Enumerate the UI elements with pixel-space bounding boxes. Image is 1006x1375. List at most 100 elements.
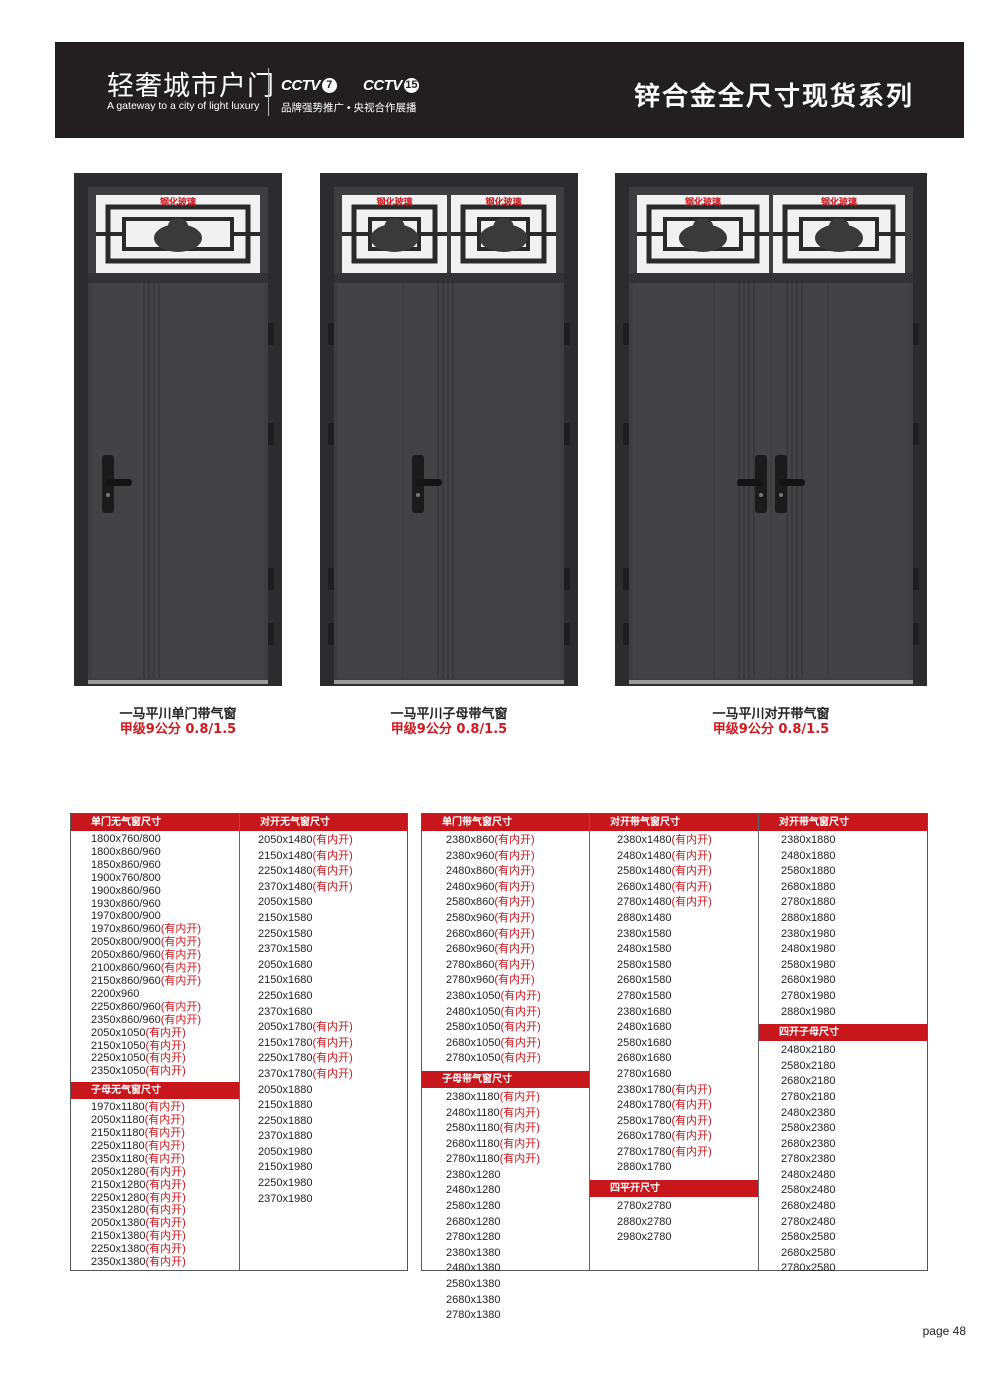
- inward-open-note: (有内开): [494, 958, 535, 971]
- size-value: 2480x1580: [617, 943, 672, 956]
- size-value: 2580x1480: [617, 865, 672, 878]
- size-value: 2480x1280: [446, 1184, 501, 1197]
- size-list-item: 2380x1280: [446, 1168, 589, 1184]
- inward-open-note: (有内开): [160, 974, 202, 987]
- size-value: 2880x1480: [617, 911, 672, 924]
- size-value: 2150x1780: [258, 1036, 313, 1049]
- door-handle: [775, 455, 805, 513]
- size-list-item: 2780x2180: [781, 1090, 927, 1106]
- size-list-item: 2350x1380(有内开): [91, 1256, 239, 1269]
- page-number: page 48: [922, 1324, 966, 1338]
- size-value: 2580x1880: [781, 865, 836, 878]
- size-value: 2350x1180: [91, 1152, 145, 1165]
- size-list-item: 2580x1680: [617, 1036, 758, 1052]
- size-list-item: 2250x1280(有内开): [91, 1192, 239, 1205]
- glass-label: 钢化玻璃: [376, 196, 412, 208]
- inward-open-note: (有内开): [499, 1153, 540, 1166]
- size-list-item: 2150x1380(有内开): [91, 1230, 239, 1243]
- transom-rail: [629, 273, 913, 283]
- size-value: 2250x1680: [258, 989, 313, 1002]
- table-section-header: 对开无气窗尺寸: [240, 814, 407, 831]
- table-section-header: 子母无气窗尺寸: [71, 1082, 239, 1100]
- hinge: [564, 323, 570, 345]
- size-value: 2150x1180: [91, 1127, 145, 1140]
- size-value: 2050x1680: [258, 958, 313, 971]
- size-value: 2780x1980: [781, 989, 836, 1002]
- size-value: 2250x1880: [258, 1114, 313, 1127]
- size-value: 2370x1780: [258, 1067, 313, 1080]
- size-list-item: 2370x1980: [258, 1192, 407, 1208]
- size-value: 2050x1380: [91, 1217, 146, 1230]
- size-list-item: 2100x860/960(有内开): [91, 962, 239, 975]
- size-value: 2780x1880: [781, 896, 836, 909]
- size-value: 2680x1380: [446, 1293, 501, 1306]
- size-value: 2380x1680: [617, 1005, 672, 1018]
- inward-open-note: (有内开): [160, 949, 202, 962]
- size-list-item: 2680x1680: [617, 1051, 758, 1067]
- size-value: 2250x1480: [258, 865, 313, 878]
- size-value: 2250x1180: [91, 1139, 145, 1152]
- size-list-item: 2780x1280: [446, 1230, 589, 1246]
- door-illustration: 钢化玻璃: [74, 173, 282, 686]
- size-value: 2980x2780: [617, 1231, 672, 1244]
- size-list-item: 2200x960: [91, 988, 239, 1001]
- inward-open-note: (有内开): [671, 849, 712, 862]
- size-value: 2580x1050: [446, 1021, 501, 1034]
- hinge: [268, 623, 274, 645]
- inward-open-note: (有内开): [160, 962, 202, 975]
- size-list-item: 2580x1780(有内开): [617, 1114, 758, 1130]
- door-model-name: 一马平川对开带气窗: [712, 707, 830, 722]
- size-value: 2580x2380: [781, 1122, 836, 1135]
- size-list-item: 2680x1880: [781, 880, 927, 896]
- size-value: 2480x2480: [781, 1168, 836, 1181]
- size-value: 2580x1680: [617, 1036, 672, 1049]
- flower-ornament: [479, 224, 528, 252]
- size-value: 2680x1680: [617, 1052, 672, 1065]
- door-illustration: 钢化玻璃钢化玻璃: [320, 173, 578, 686]
- size-list-item: 2350x860/960(有内开): [91, 1014, 239, 1027]
- inward-open-note: (有内开): [312, 1067, 353, 1080]
- flower-ornament: [384, 218, 405, 234]
- size-value: 2150x1380: [91, 1230, 146, 1243]
- size-list-item: 2580x1180(有内开): [446, 1121, 589, 1137]
- size-list: 2380x860(有内开)2380x960(有内开)2480x860(有内开)2…: [422, 831, 589, 1067]
- size-list-item: 2780x960(有内开): [446, 973, 589, 989]
- size-list-item: 1970x1180(有内开): [91, 1101, 239, 1114]
- size-list-item: 2480x1050(有内开): [446, 1005, 589, 1021]
- size-value: 2150x1050: [91, 1039, 146, 1052]
- size-value: 2380x1580: [617, 927, 672, 940]
- size-list-item: 2480x860(有内开): [446, 864, 589, 880]
- door-handle: [412, 455, 442, 513]
- inward-open-note: (有内开): [671, 1114, 712, 1127]
- size-list-item: 2780x2480: [781, 1215, 927, 1231]
- size-list-item: 2250x1480(有内开): [258, 864, 407, 880]
- keyhole: [779, 493, 783, 497]
- size-value: 2480x1180: [446, 1106, 500, 1119]
- hinge: [623, 323, 629, 345]
- size-value: 2250x1580: [258, 927, 313, 940]
- size-list-item: 2480x2180: [781, 1043, 927, 1059]
- size-value: 2580x1780: [617, 1114, 672, 1127]
- size-list: 1970x1180(有内开)2050x1180(有内开)2150x1180(有内…: [71, 1099, 239, 1269]
- size-value: 2380x1280: [446, 1168, 501, 1181]
- size-list-item: 2480x1880: [781, 849, 927, 865]
- size-value: 2680x960: [446, 943, 495, 956]
- size-value: 2480x2180: [781, 1044, 836, 1057]
- door-grade-spec: 甲级9公分 0.8/1.5: [712, 722, 830, 737]
- size-value: 2380x1880: [781, 834, 836, 846]
- glass-label: 钢化玻璃: [821, 196, 857, 208]
- size-list-item: 2780x1780(有内开): [617, 1145, 758, 1161]
- size-list-item: 1900x760/800: [91, 872, 239, 885]
- inward-open-note: (有内开): [494, 974, 535, 987]
- door-grade-spec: 甲级9公分 0.8/1.5: [390, 722, 508, 737]
- size-list-item: 2480x1780(有内开): [617, 1098, 758, 1114]
- size-value: 2680x1050: [446, 1036, 501, 1049]
- size-list-item: 1900x860/960: [91, 885, 239, 898]
- size-list-item: 2880x1480: [617, 911, 758, 927]
- inward-open-note: (有内开): [500, 1052, 541, 1065]
- inward-open-note: (有内开): [160, 1000, 202, 1013]
- flower-ornament: [370, 224, 419, 252]
